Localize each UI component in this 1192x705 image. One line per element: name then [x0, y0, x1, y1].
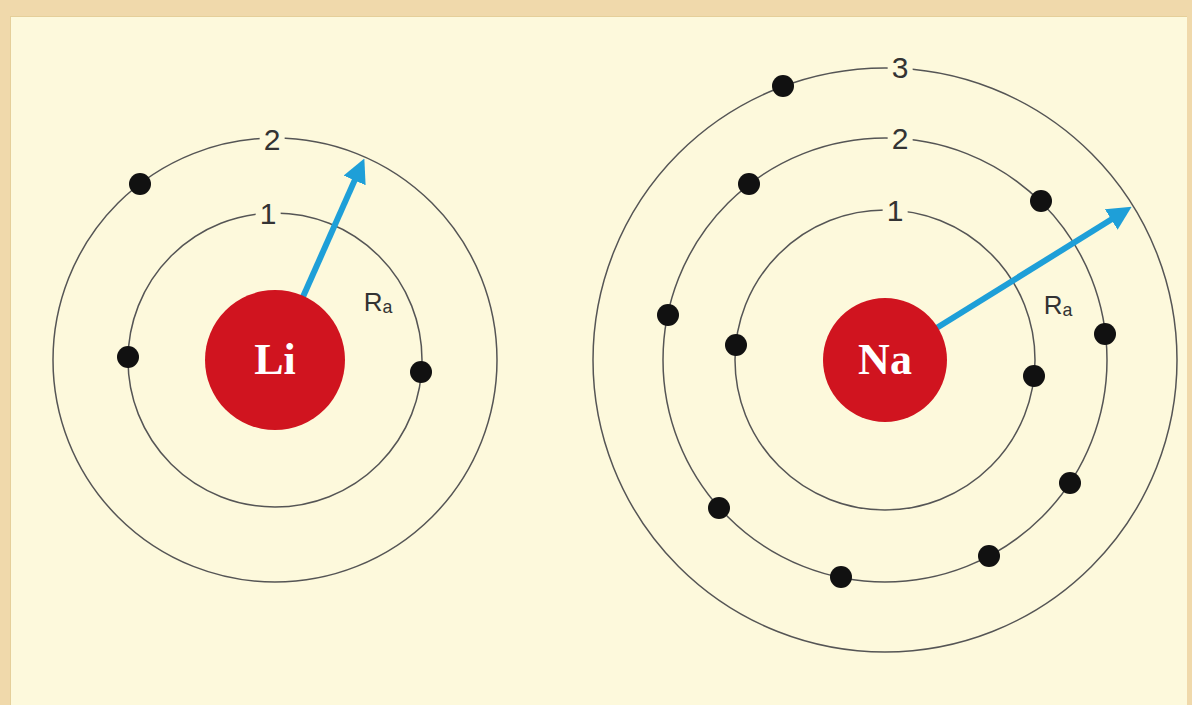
electron: [657, 304, 679, 326]
radius-label: Rₐ: [360, 288, 396, 316]
shell-number: 2: [260, 124, 285, 156]
electron: [772, 75, 794, 97]
shell-number: 3: [888, 52, 913, 84]
radius-label: Rₐ: [1040, 291, 1076, 319]
background-panel: [10, 16, 1187, 705]
shell: [593, 68, 1177, 652]
electron: [738, 173, 760, 195]
electron: [708, 497, 730, 519]
shell-number: 2: [888, 123, 913, 155]
shell-number: 1: [256, 198, 281, 230]
shell: [735, 210, 1035, 510]
shell: [663, 138, 1107, 582]
electron: [725, 334, 747, 356]
element-symbol: Na: [858, 338, 912, 382]
shell: [128, 213, 422, 507]
electron: [1030, 190, 1052, 212]
electron: [1059, 472, 1081, 494]
electron: [1094, 323, 1116, 345]
electron: [978, 545, 1000, 567]
electron: [129, 173, 151, 195]
element-symbol: Li: [254, 338, 296, 382]
radius-arrow: [924, 211, 1124, 335]
nucleus-circle: Li: [205, 290, 345, 430]
shell: [53, 138, 497, 582]
electron: [830, 566, 852, 588]
nucleus-circle: Na: [823, 298, 947, 422]
electron: [410, 361, 432, 383]
electron: [117, 346, 139, 368]
shell-number: 1: [883, 195, 908, 227]
electron: [1023, 365, 1045, 387]
